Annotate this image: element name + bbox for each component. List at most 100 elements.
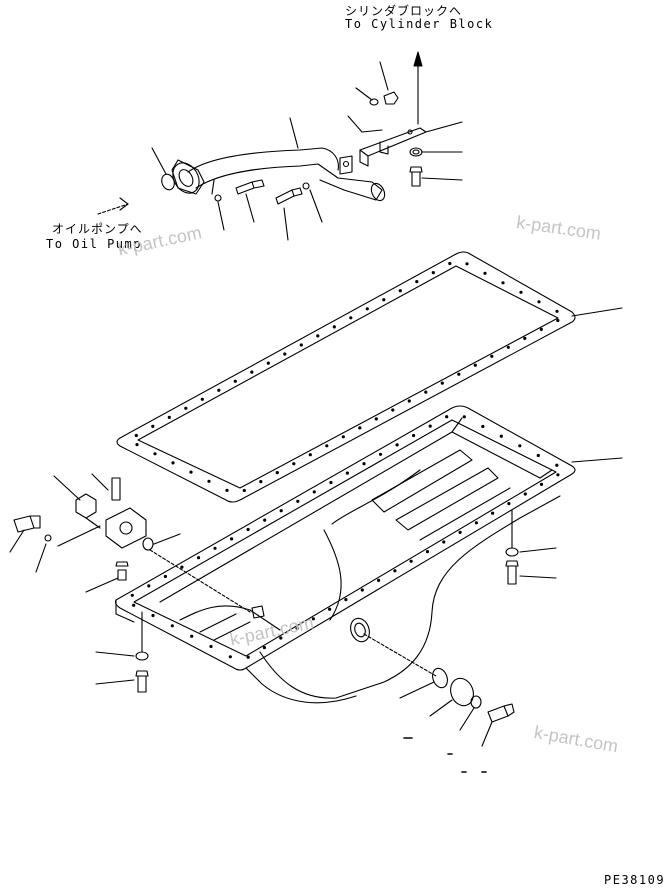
- bolt-hole: [440, 381, 444, 385]
- bolt-hole: [275, 471, 279, 475]
- bolt-hole: [556, 473, 560, 477]
- cylinder-block-label-en: To Cylinder Block: [345, 17, 494, 31]
- bolt-hole: [296, 499, 300, 503]
- bolt-hole: [299, 343, 303, 347]
- bolt-hole: [490, 354, 494, 358]
- bolt-hole: [360, 588, 364, 592]
- bolt-hole: [130, 593, 134, 597]
- drawing-code: PE38109: [604, 873, 666, 887]
- oil-pan-gasket: [116, 251, 576, 503]
- oil-pump-label-en: To Oil Pump: [46, 237, 142, 251]
- bolt-hole: [382, 298, 386, 302]
- bolt-hole: [225, 488, 229, 492]
- bolt-hole: [328, 607, 332, 611]
- bolt-hole: [344, 598, 348, 602]
- bolt-hole: [295, 626, 299, 631]
- bolt-hole: [518, 444, 522, 448]
- bolt-hole: [555, 309, 559, 313]
- bolt-hole: [377, 578, 381, 583]
- bolt-hole: [465, 262, 469, 266]
- bolt-hole: [473, 363, 477, 367]
- bolt-hole: [250, 370, 254, 374]
- bolt-hole: [425, 550, 430, 554]
- bolt-hole: [499, 434, 503, 438]
- bolt-hole: [424, 390, 428, 394]
- bolt-hole: [259, 480, 263, 484]
- bolt-hole: [445, 415, 449, 419]
- leader-lines-bottom: [9, 457, 623, 773]
- bolt-hole: [483, 271, 487, 275]
- bolt-hole: [233, 379, 237, 383]
- bolt-hole: [358, 426, 362, 430]
- bolt-hole: [523, 336, 527, 340]
- bolt-hole: [365, 307, 369, 311]
- gasket-bolt-holes: [134, 261, 560, 493]
- bolts-top: [214, 91, 423, 205]
- bolt-hole: [398, 289, 402, 293]
- bolt-hole: [147, 584, 151, 588]
- bolt-hole: [506, 345, 510, 349]
- bolt-hole: [171, 461, 175, 465]
- bolt-hole: [189, 470, 193, 474]
- bolt-hole: [134, 433, 138, 438]
- bolt-hole: [316, 334, 320, 338]
- bolt-hole: [395, 443, 399, 447]
- bolt-hole: [537, 300, 541, 304]
- bolt-hole: [374, 417, 378, 421]
- leader-gasket: [571, 307, 623, 317]
- bolt-hole: [501, 281, 505, 285]
- oil-pan-bolt-holes: [130, 415, 560, 659]
- oil-pump-label-jp: オイルポンプへ: [52, 222, 143, 236]
- bolt-hole: [283, 352, 287, 356]
- bolt-hole: [308, 453, 312, 457]
- bolt-hole: [163, 574, 167, 579]
- bolt-hole: [349, 316, 353, 320]
- bolt-hole: [391, 408, 395, 412]
- bolt-hole: [412, 433, 416, 438]
- bolt-hole: [262, 646, 266, 650]
- oil-pan: [114, 405, 576, 704]
- bolt-hole: [312, 490, 316, 494]
- strainer: [317, 155, 386, 202]
- mounting-bracket: [359, 127, 427, 167]
- bolt-hole: [474, 521, 478, 525]
- bolt-hole: [481, 424, 485, 429]
- bolt-hole: [407, 399, 411, 403]
- bolt-hole: [151, 613, 155, 618]
- bolt-hole: [213, 546, 217, 550]
- bolt-hole: [151, 424, 155, 428]
- bolt-hole: [536, 453, 540, 458]
- bolt-hole: [167, 415, 171, 419]
- bolt-hole: [329, 480, 333, 485]
- bolt-hole: [507, 502, 511, 506]
- cylinder-block-label-jp: シリンダブロックへ: [345, 4, 463, 18]
- bolt-hole: [428, 424, 432, 428]
- suction-pipe: [171, 147, 339, 195]
- bolt-hole: [442, 540, 446, 544]
- bolt-hole: [341, 435, 345, 439]
- bolt-hole: [378, 452, 383, 456]
- bolt-hole: [345, 471, 349, 475]
- drain-plug: [350, 617, 370, 643]
- bolt-hole: [279, 509, 283, 513]
- bolt-hole: [170, 624, 174, 628]
- oil-fitting-left: [13, 477, 265, 619]
- bolt-hole: [132, 603, 136, 607]
- bolt-hole: [556, 318, 560, 323]
- bolt-hole: [230, 537, 234, 541]
- bolt-hole: [279, 636, 283, 640]
- bolt-hole: [200, 397, 204, 401]
- bolt-hole: [457, 372, 461, 376]
- bolt-hole: [292, 462, 296, 466]
- bolt-hole: [246, 527, 250, 532]
- bolt-hole: [325, 444, 329, 448]
- bolt-hole: [196, 556, 201, 560]
- bolt-hole: [209, 644, 213, 649]
- bolt-hole: [415, 280, 419, 284]
- bolt-hole: [184, 406, 188, 410]
- bolt-hole: [266, 361, 270, 365]
- bolt-hole: [539, 327, 543, 331]
- bolt-hole: [462, 415, 466, 419]
- gasket-small: [161, 173, 175, 191]
